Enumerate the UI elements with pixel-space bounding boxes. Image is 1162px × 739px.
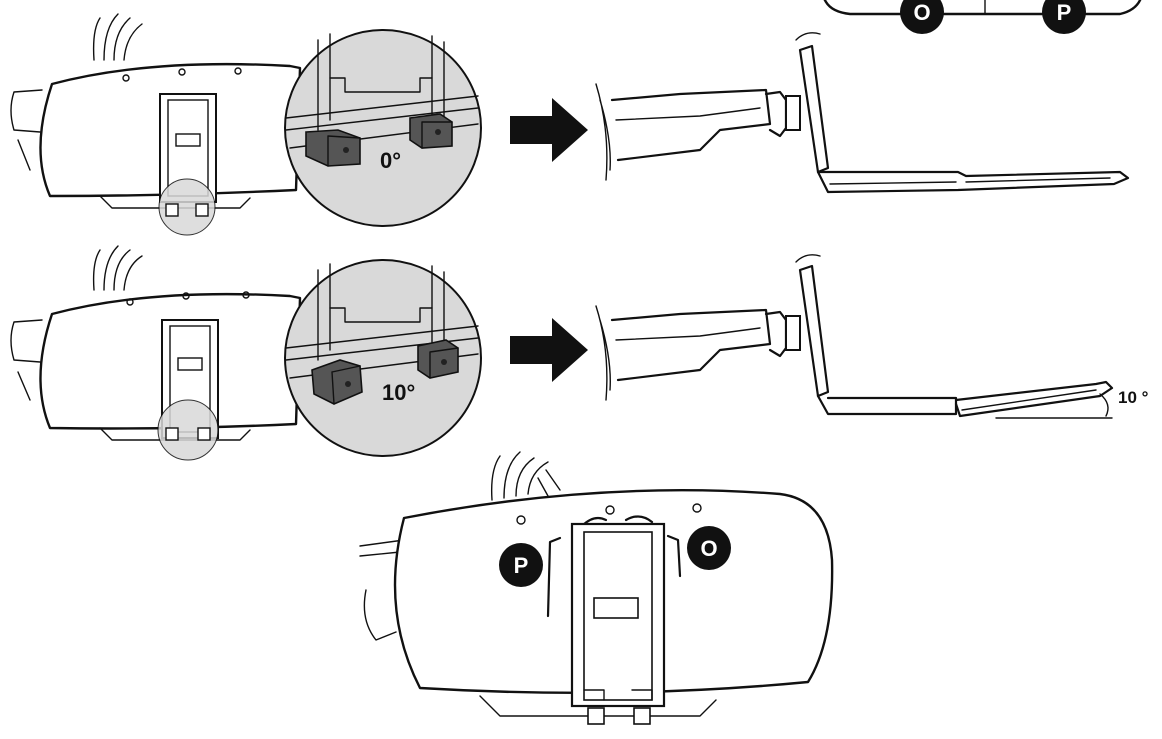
row-1-clip-left <box>305 129 361 167</box>
right-arrow-icon <box>510 318 588 382</box>
row-2-angle-label: 10° <box>382 380 415 405</box>
badge-o-top: O <box>900 0 944 34</box>
row-1-side-view <box>595 32 1130 194</box>
row-1-zoom-detail: 0° <box>284 29 482 227</box>
badge-p-top-label: P <box>1057 0 1072 25</box>
row-2-clip-left <box>311 359 363 405</box>
badge-p-bottom: P <box>499 543 543 587</box>
badge-p-top: P <box>1042 0 1086 34</box>
badge-o-bottom-label: O <box>700 536 717 561</box>
row-2-front-view <box>10 245 302 461</box>
row-2-arrow <box>510 318 588 382</box>
row-2-tilt-label: 10 ° <box>1118 388 1149 407</box>
row-2-zoom-detail: 10° <box>284 259 482 457</box>
row-2-side-view: 10 ° <box>595 254 1149 419</box>
row-1-front-view <box>10 13 302 236</box>
badge-o-bottom: O <box>687 526 731 570</box>
top-right-panel: O P <box>823 0 1142 34</box>
badge-o-top-label: O <box>913 0 930 25</box>
row-2-clip-right <box>417 339 459 379</box>
badge-p-bottom-label: P <box>514 553 529 578</box>
bottom-front-view: P O <box>359 451 834 725</box>
row-1-arrow <box>510 98 588 162</box>
row-1-angle-label: 0° <box>380 148 401 173</box>
right-arrow-icon <box>510 98 588 162</box>
row-1-clip-right <box>409 113 453 149</box>
